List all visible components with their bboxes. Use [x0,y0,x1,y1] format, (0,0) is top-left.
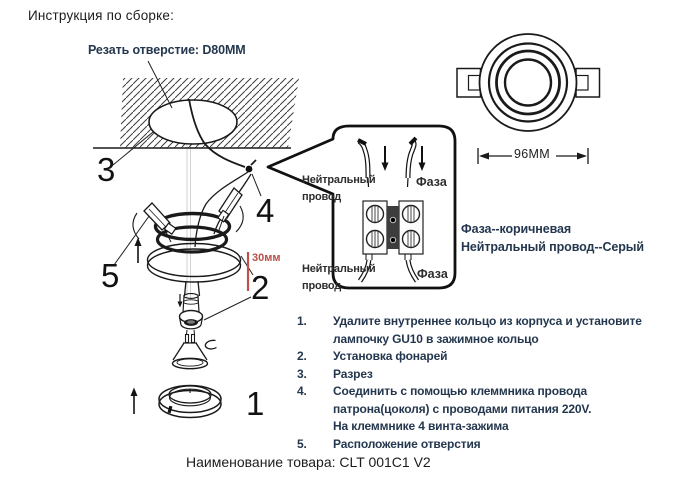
fixture-top-view [456,33,601,132]
terminal-block [362,200,424,255]
product-name: Наименование товара: CLT 001C1 V2 [186,454,431,470]
neutral-color-line: Нейтральный провод--Серый [461,240,644,254]
wire-knot [245,165,253,173]
neutral-wire-label-top: Нейтральный провод [302,174,376,203]
instruction-list: 1. Удалите внутреннее кольцо из корпуса … [297,313,692,453]
insert-arrows [381,146,426,171]
phase-color-line: Фаза--коричневая [461,222,572,236]
list-item: 4. Соединить с помощью клеммника провода [297,384,588,398]
list-item: 2. Установка фонарей [297,349,448,363]
supply-wires-bottom [357,254,420,283]
list-item-continued: патрона(цоколя) с проводами питания 220V… [333,401,592,416]
page-title: Инструкция по сборке: [28,8,175,23]
phase-wire-label-bottom: Фаза [417,267,448,281]
part-number-5: 5 [101,257,120,294]
neutral-wire-label-bottom: Нейтральный провод [302,263,376,292]
retaining-clip-ring [204,339,217,350]
fixture-housing [132,187,244,297]
dimension-96mm [477,148,589,164]
spring-clip-left [132,202,177,243]
inner-ring [158,384,222,419]
supply-wires-top [357,136,418,188]
list-item: 1. Удалите внутреннее кольцо из корпуса … [297,314,642,328]
wiring-callout [266,124,457,290]
part-number-1: 1 [246,385,265,422]
part-number-3: 3 [97,151,116,188]
ceiling-section [93,78,299,149]
part-number-2: 2 [251,269,270,306]
diameter-96mm-label: 96MM [514,147,550,161]
list-item: 5. Расположение отверстия [297,436,481,451]
lamp-socket [178,293,204,335]
gu10-bulb [171,333,217,370]
list-item: 3. Разрез [297,366,373,381]
cut-hole-label: Резать отверстие: D80MM [88,43,246,57]
direction-arrows [130,237,183,414]
leader-lines [112,60,262,321]
wire-color-legend: Фаза--коричневая Нейтральный провод--Сер… [461,220,644,256]
depth-30mm-label: 30мм [252,252,281,264]
part-number-4: 4 [256,192,275,229]
screw-slots [371,206,415,247]
spring-clip-right [217,187,244,233]
phase-wire-label-top: Фаза [416,175,447,189]
list-item-continued: На клеммнике 4 винта-зажима [333,419,509,433]
list-item-continued: лампочку GU10 в зажимное кольцо [333,331,539,346]
